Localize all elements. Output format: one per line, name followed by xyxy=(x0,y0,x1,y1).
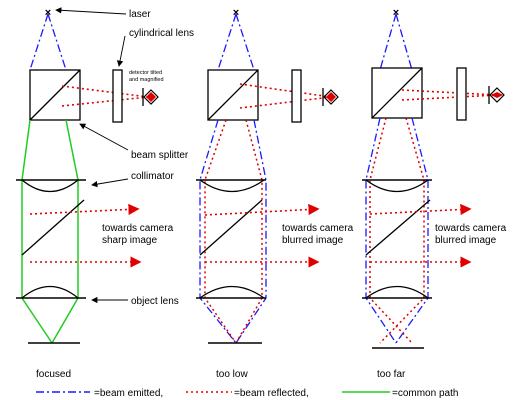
panel3-text-line1: towards camera xyxy=(435,223,507,234)
beam-reflected-3a xyxy=(401,89,498,96)
reflected-path-2-right xyxy=(235,119,263,344)
panel-focused: × xyxy=(16,7,159,344)
laser-mark-1: × xyxy=(45,7,51,19)
object-lens-curve-3 xyxy=(365,285,429,299)
legend-emitted: =beam emitted, xyxy=(94,388,163,399)
cylindrical-lens-2 xyxy=(291,69,302,123)
common-path-1-left xyxy=(21,119,53,344)
laser-mark-2: × xyxy=(233,7,239,19)
collimator-pointer xyxy=(91,178,129,188)
detector-spot-1 xyxy=(146,92,156,102)
beam-reflected-1a xyxy=(61,85,149,98)
cyl-lens-pointer xyxy=(116,35,126,67)
caption-too-low: too low xyxy=(216,369,248,380)
detector-diamond-3 xyxy=(489,87,505,103)
emitted-path-3-left xyxy=(365,117,397,344)
beam-reflected-2b xyxy=(239,96,332,109)
detector-spot-2 xyxy=(326,92,336,102)
legend-reflected: =beam reflected, xyxy=(234,388,309,399)
cylindrical-lens-1 xyxy=(112,69,123,123)
object-lens-label: object lens xyxy=(131,296,179,307)
reflected-path-3-right xyxy=(379,117,425,344)
beam-splitter-label: beam splitter xyxy=(131,150,189,161)
emitted-path-2-right xyxy=(235,119,267,344)
caption-focused: focused xyxy=(36,369,71,380)
beam-reflected-3b xyxy=(401,94,498,101)
mirror-3 xyxy=(365,199,431,256)
detector-diamond-1 xyxy=(143,89,159,105)
camera-beam-1a xyxy=(29,203,140,216)
beam-splitter-diagonal-3 xyxy=(371,67,423,119)
beam-splitter-1 xyxy=(29,69,81,121)
legend-common: =common path xyxy=(392,388,458,399)
collimator-curve-2 xyxy=(199,179,265,193)
panel1-text-line2: sharp image xyxy=(102,235,157,246)
reflected-path-2-left xyxy=(204,119,237,344)
beam-reflected-1b xyxy=(61,96,149,107)
object-lens-curve-2 xyxy=(199,285,265,299)
beam-emitted-2a xyxy=(217,13,237,71)
panel2-text-line2: blurred image xyxy=(282,235,344,246)
camera-beam-2a xyxy=(204,203,320,216)
common-path-1-right xyxy=(51,119,79,344)
mirror-1 xyxy=(21,199,85,256)
legend: =beam emitted, =beam reflected, =common … xyxy=(36,388,458,399)
reflected-path-3-left xyxy=(369,117,413,344)
beam-emitted-2b xyxy=(235,13,255,71)
detector-spot-3 xyxy=(491,92,503,98)
detector-label-line1: detector tilted xyxy=(129,70,162,76)
collimator-curve-3 xyxy=(365,179,429,193)
panel2-text-line1: towards camera xyxy=(282,223,354,234)
captions: focused too low too far xyxy=(36,369,406,380)
panel-too-far: × xyxy=(362,7,505,349)
detector-diamond-2 xyxy=(323,89,339,105)
emitted-path-2-left xyxy=(199,119,237,344)
beam-emitted-1b xyxy=(47,13,67,71)
panel3-text-line2: blurred image xyxy=(435,235,497,246)
laser-pointer xyxy=(55,7,127,15)
laser-label: laser xyxy=(129,9,151,20)
beam-splitter-diagonal-1 xyxy=(29,69,81,121)
emitted-path-3-right xyxy=(395,117,429,344)
camera-beam-3a xyxy=(369,203,472,216)
beam-splitter-diagonal-2 xyxy=(207,69,259,121)
beam-emitted-3a xyxy=(379,13,397,71)
panel-too-low: × xyxy=(196,7,339,344)
beam-emitted-1a xyxy=(29,13,49,71)
beam-emitted-3b xyxy=(395,13,413,71)
beam-splitter-pointer xyxy=(79,123,129,151)
caption-too-far: too far xyxy=(377,369,406,380)
object-lens-curve-1 xyxy=(21,285,79,299)
collimator-label: collimator xyxy=(131,171,174,182)
beam-reflected-2a xyxy=(239,83,332,98)
mirror-2 xyxy=(199,199,263,256)
detector-label-line2: and magnified xyxy=(129,77,164,83)
annotation-labels: laser cylindrical lens detector tilted a… xyxy=(55,7,507,307)
panel1-text-line1: towards camera xyxy=(102,223,174,234)
collimator-curve-1 xyxy=(21,179,79,193)
beam-splitter-2 xyxy=(207,69,259,121)
cylindrical-lens-label: cylindrical lens xyxy=(129,28,194,39)
cylindrical-lens-3 xyxy=(456,67,467,121)
laser-mark-3: × xyxy=(393,7,399,19)
beam-splitter-3 xyxy=(371,67,423,119)
